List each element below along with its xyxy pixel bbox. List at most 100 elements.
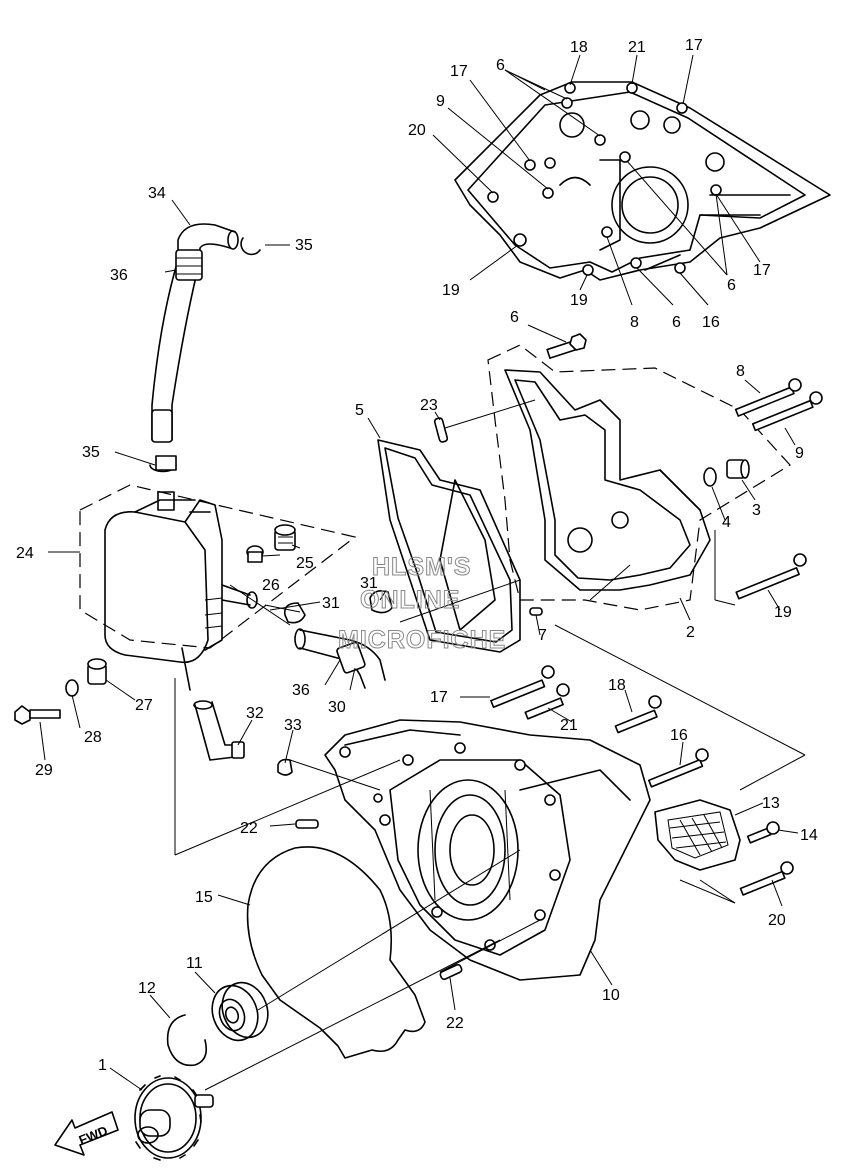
oil-pump-2: [504, 369, 711, 591]
callout-17: 17: [450, 63, 468, 80]
crankcase-cover-10: [324, 719, 651, 986]
callout-6: 6: [727, 277, 736, 294]
dowel-23: [433, 417, 449, 443]
callout-36: 36: [110, 267, 128, 284]
callout-31: 31: [360, 575, 378, 592]
bolt-19c: [735, 553, 807, 600]
damper-25: [274, 524, 296, 551]
clamp-31a: [283, 602, 306, 624]
callout-34: 34: [148, 185, 166, 202]
callout-6: 6: [496, 57, 505, 74]
callout-6: 6: [672, 314, 681, 331]
dowel-22a: [295, 819, 319, 829]
callout-5: 5: [355, 402, 364, 419]
callout-15: 15: [195, 889, 213, 906]
callout-2: 2: [686, 624, 695, 641]
callout-18: 18: [570, 39, 588, 56]
plug-3: [726, 459, 750, 479]
callout-31: 31: [322, 595, 340, 612]
callout-14: 14: [800, 827, 818, 844]
callout-26: 26: [262, 577, 280, 594]
callout-16: 16: [670, 727, 688, 744]
bearing-11: [194, 971, 269, 1042]
fwd-arrow-icon: FWD: [54, 1111, 119, 1156]
cover-bolts: [460, 665, 799, 907]
clamp-31b: [369, 590, 393, 614]
callout-29: 29: [35, 762, 53, 779]
callout-25: 25: [296, 555, 314, 572]
callout-12: 12: [138, 980, 156, 997]
callout-20: 20: [408, 122, 426, 139]
callout-33: 33: [284, 717, 302, 734]
callout-labels: 18 21 17 6 17 9 20 19 19 8 6 16 6 17 34 …: [16, 37, 818, 1074]
svg-text:ONLINE: ONLINE: [360, 586, 460, 614]
oil-tank-assembly: [14, 484, 393, 829]
grommet-26: [246, 545, 264, 563]
bolt-9b: [751, 391, 823, 432]
callout-1: 1: [98, 1057, 107, 1074]
damper-27: [87, 658, 107, 685]
bolt-14: [746, 821, 780, 844]
bolt-holes: [487, 82, 722, 276]
callout-10: 10: [602, 987, 620, 1004]
callout-4: 4: [722, 514, 731, 531]
callout-27: 27: [135, 697, 153, 714]
callout-8: 8: [736, 363, 745, 380]
bolt-16b: [648, 748, 709, 788]
svg-text:MICROFICHE: MICROFICHE: [338, 626, 506, 654]
hose-32: [193, 700, 245, 761]
dowel-22b: [439, 963, 463, 981]
callout-32: 32: [246, 705, 264, 722]
hose-30: [294, 628, 386, 689]
watermark: HLSM'S ONLINE MICROFICHE: [338, 553, 506, 655]
dowel-7: [529, 607, 543, 616]
oil-pump-assembly: [367, 324, 823, 653]
callout-7: 7: [538, 627, 547, 644]
washer-28: [65, 679, 79, 697]
gasket-5: [377, 439, 521, 653]
callout-16: 16: [702, 314, 720, 331]
callout-28: 28: [84, 729, 102, 746]
callout-9: 9: [795, 445, 804, 462]
callout-35: 35: [82, 444, 100, 461]
callout-3: 3: [752, 502, 761, 519]
callout-19: 19: [774, 604, 792, 621]
callout-18: 18: [608, 677, 626, 694]
svg-text:HLSM'S: HLSM'S: [372, 553, 471, 581]
callout-23: 23: [420, 397, 438, 414]
callout-22: 22: [240, 820, 258, 837]
bolt-20b: [739, 861, 794, 896]
crankcase-inner-view: [432, 54, 831, 306]
callout-17: 17: [430, 689, 448, 706]
bolt-29: [14, 705, 61, 725]
callout-21: 21: [560, 717, 578, 734]
bolt-17d: [490, 665, 555, 708]
callout-30: 30: [328, 699, 346, 716]
bolt-6b: [546, 333, 587, 359]
circlip-12: [149, 994, 208, 1067]
callout-9: 9: [436, 93, 445, 110]
callout-17: 17: [685, 37, 703, 54]
callout-24: 24: [16, 545, 34, 562]
callout-13: 13: [762, 795, 780, 812]
breather-hose: [114, 199, 290, 511]
callout-36: 36: [292, 682, 310, 699]
clamp-33: [277, 758, 293, 776]
callout-11: 11: [186, 955, 203, 972]
callout-19: 19: [442, 282, 460, 299]
bolt-8b: [734, 378, 802, 417]
bolt-18b: [614, 695, 662, 734]
guide-lines: [174, 564, 806, 1091]
callout-17: 17: [753, 262, 771, 279]
gear-1: [109, 1067, 214, 1161]
callout-35: 35: [295, 237, 313, 254]
washer-4: [703, 467, 717, 487]
callout-19: 19: [570, 292, 588, 309]
callout-20: 20: [768, 912, 786, 929]
gasket-15: [217, 846, 426, 1059]
bolt-21b: [524, 683, 570, 720]
callout-6: 6: [510, 309, 519, 326]
callout-8: 8: [630, 314, 639, 331]
callout-21: 21: [628, 39, 646, 56]
